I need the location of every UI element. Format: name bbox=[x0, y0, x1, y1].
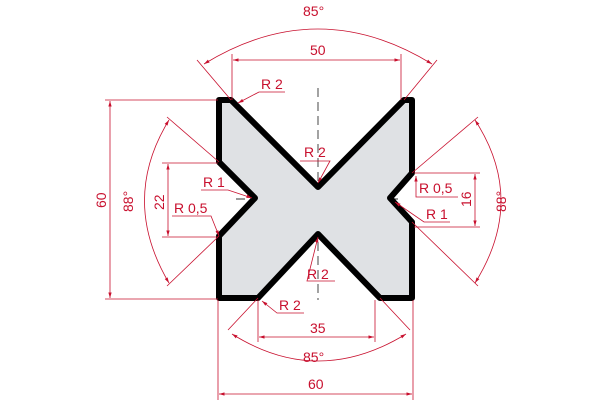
bottom-angle-dimension: 85° bbox=[227, 297, 411, 365]
left-edge-radius-label: R 0,5 bbox=[174, 200, 208, 216]
overall-height-dimension: 60 bbox=[93, 99, 218, 300]
bottom-v-radius-callout: R 2 bbox=[306, 236, 335, 282]
right-v-radius-label: R 1 bbox=[426, 206, 448, 222]
right-edge-radius-label: R 0,5 bbox=[419, 180, 453, 196]
right-opening-dimension: 16 bbox=[414, 172, 480, 228]
bottom-corner-radius-label: R 2 bbox=[279, 297, 301, 313]
top-corner-radius-callout: R 2 bbox=[237, 76, 285, 104]
overall-width-label: 60 bbox=[308, 376, 324, 392]
left-opening-dimension: 22 bbox=[151, 162, 218, 238]
bottom-corner-radius-callout: R 2 bbox=[261, 297, 304, 314]
top-angle-label: 85° bbox=[303, 3, 324, 19]
overall-width-dimension: 60 bbox=[217, 300, 414, 400]
overall-height-label: 60 bbox=[93, 192, 109, 208]
left-angle-dimension: 88° bbox=[120, 116, 220, 287]
die-profile bbox=[216, 97, 415, 301]
right-angle-dimension: 88° bbox=[411, 116, 509, 287]
left-edge-radius-callout: R 0,5 bbox=[172, 200, 220, 237]
bottom-angle-label: 85° bbox=[303, 349, 324, 365]
top-v-radius-callout: R 2 bbox=[300, 144, 331, 184]
right-edge-radius-callout: R 0,5 bbox=[414, 176, 458, 198]
bottom-opening-label: 35 bbox=[310, 320, 326, 336]
bottom-opening-dimension: 35 bbox=[257, 300, 376, 342]
top-v-radius-label: R 2 bbox=[304, 144, 326, 160]
top-opening-label: 50 bbox=[310, 42, 326, 58]
left-angle-label: 88° bbox=[120, 191, 136, 212]
right-angle-label: 88° bbox=[493, 191, 509, 212]
left-opening-label: 22 bbox=[151, 194, 167, 210]
bottom-v-radius-label: R 2 bbox=[307, 266, 329, 282]
top-opening-dimension: 50 bbox=[231, 42, 402, 100]
right-v-radius-callout: R 1 bbox=[394, 201, 450, 223]
left-v-radius-label: R 1 bbox=[203, 174, 225, 190]
top-angle-dimension: 85° bbox=[196, 3, 438, 101]
left-v-radius-callout: R 1 bbox=[201, 174, 253, 199]
right-opening-label: 16 bbox=[458, 191, 474, 207]
top-corner-radius-label: R 2 bbox=[261, 76, 283, 92]
